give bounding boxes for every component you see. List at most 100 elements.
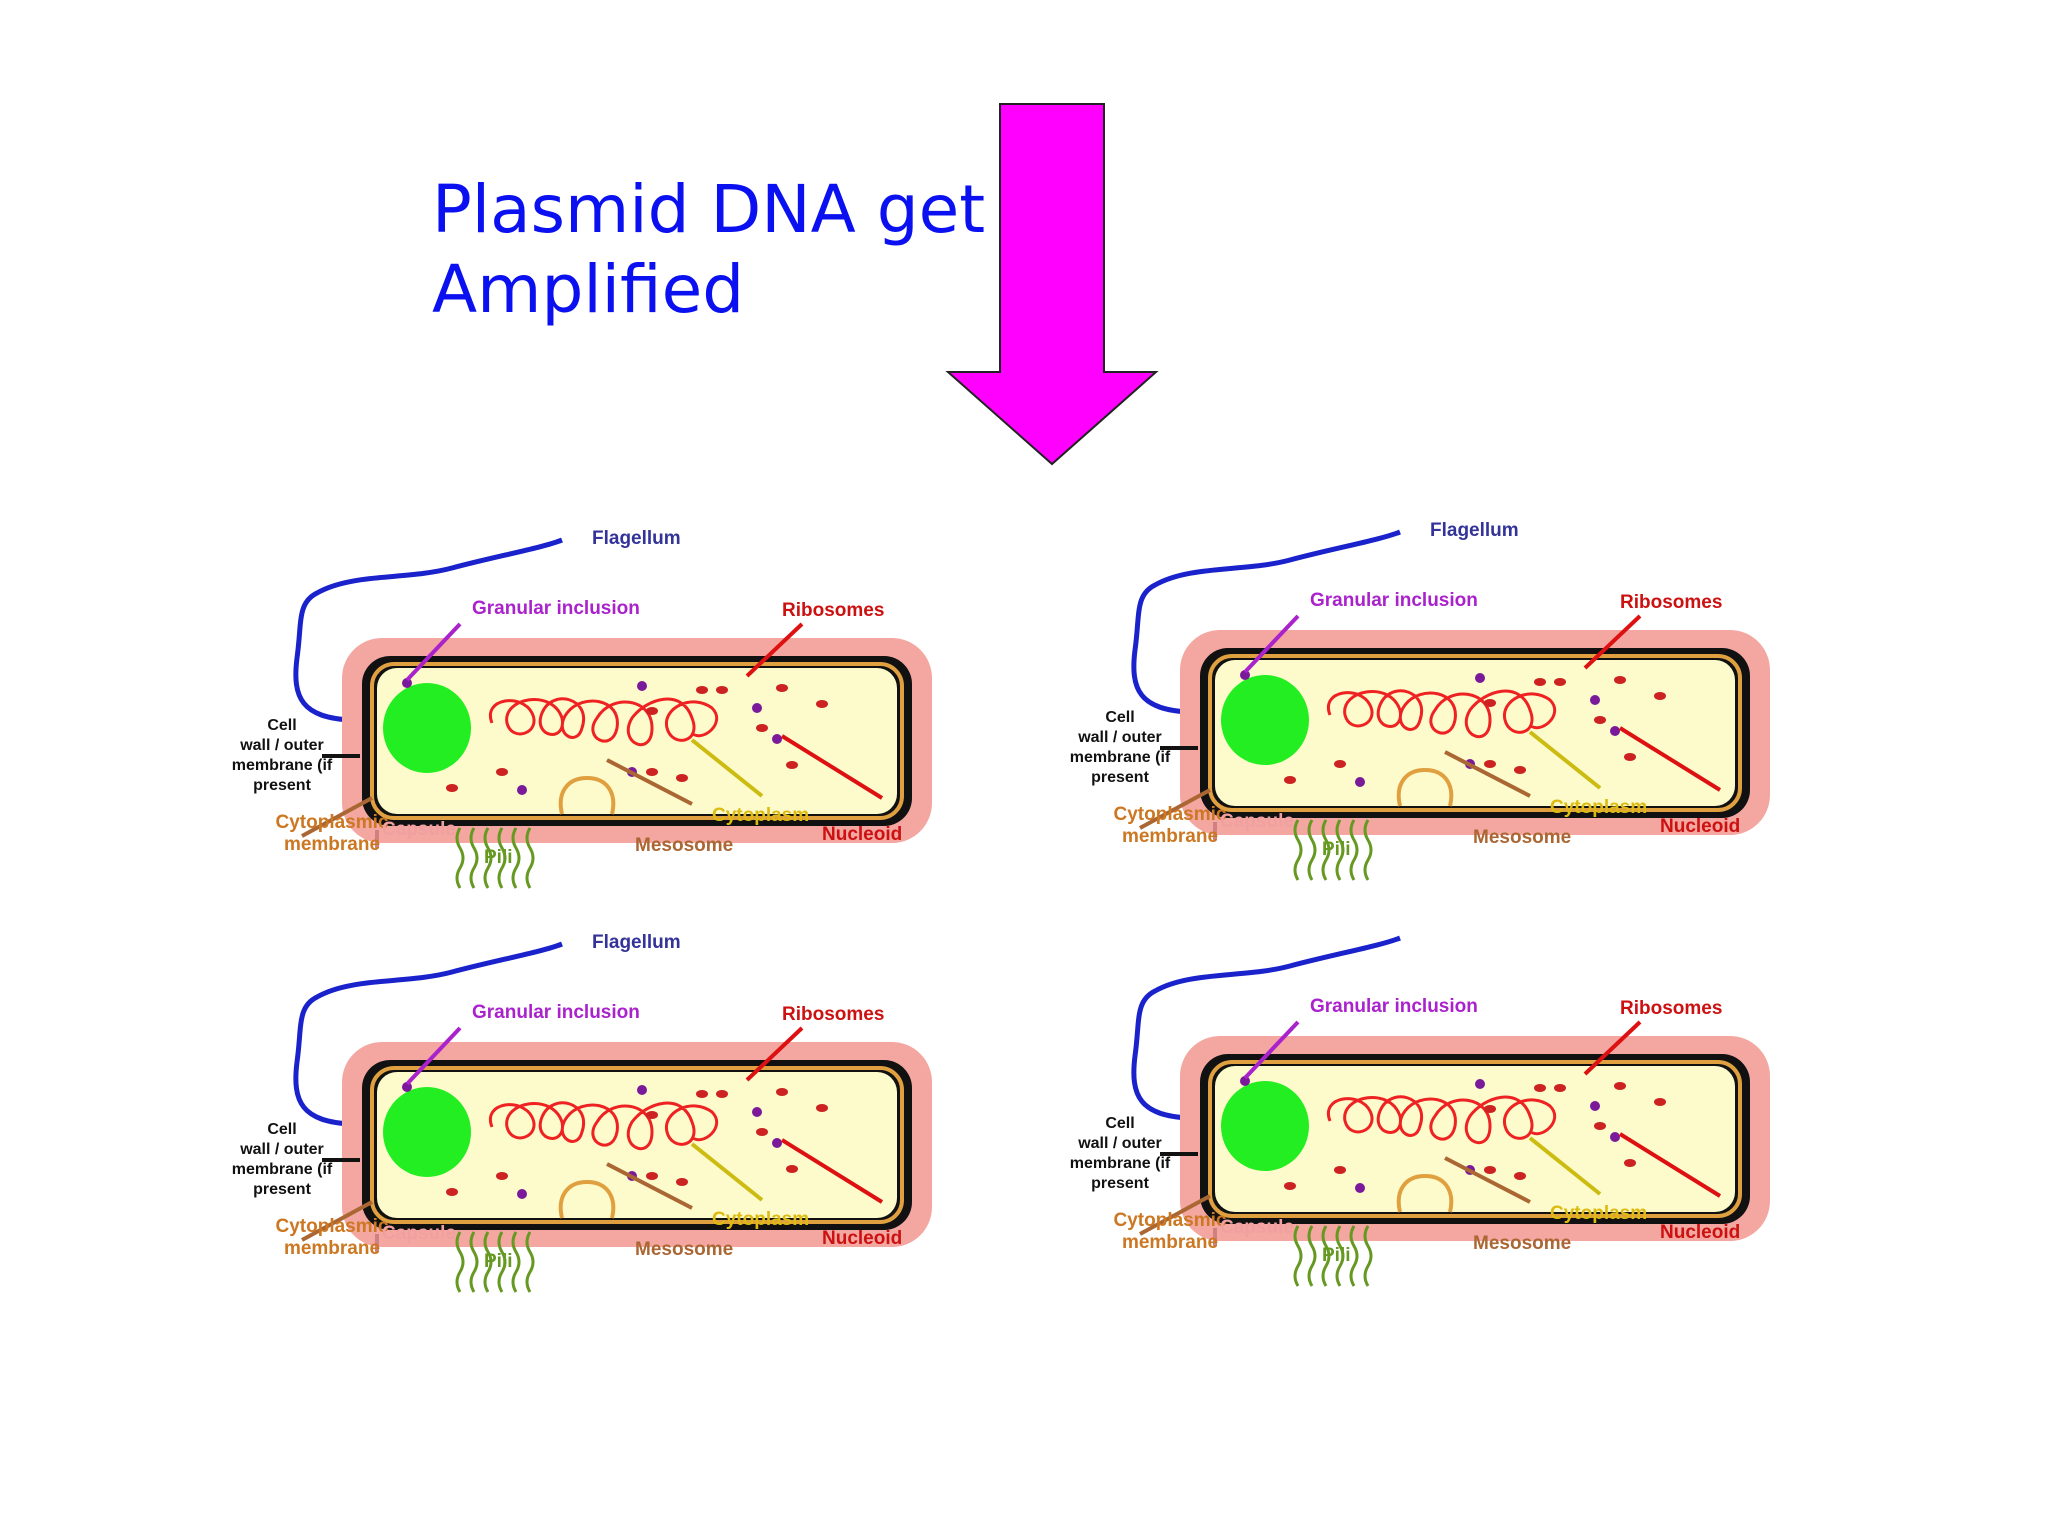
plasmid-granule-shape	[383, 683, 471, 773]
cell-wall-label-line-2: wall / outer	[239, 737, 324, 754]
mesosome-pointer	[606, 1162, 693, 1210]
granular-inclusion-label: Granular inclusion	[472, 1002, 640, 1023]
cytoplasmic-membrane-shape	[370, 1066, 904, 1224]
cytoplasm-label: Cytoplasm	[712, 805, 809, 826]
cytoplasm-shape	[377, 668, 897, 814]
nucleoid-label: Nucleoid	[822, 1228, 902, 1249]
cytoplasm-pointer	[690, 738, 764, 798]
nucleoid-shape	[488, 697, 719, 747]
mesosome-pointer	[1444, 1156, 1531, 1204]
slide-title: Plasmid DNA get Amplified	[432, 170, 992, 330]
cytoplasm-shape	[1215, 660, 1735, 806]
flagellum-icon	[1131, 529, 1401, 715]
nucleoid-shape	[1326, 689, 1557, 739]
membrane-pointer	[1139, 788, 1211, 830]
cytoplasmic-membrane-shape	[1208, 1060, 1742, 1218]
pili-label: Pili	[1322, 1245, 1351, 1266]
mesosome-shape	[558, 775, 616, 815]
capsule-label: Capsule	[382, 819, 456, 840]
cell-wall-label-line-1: Cell	[1105, 709, 1134, 726]
cytoplasm-shape	[377, 1072, 897, 1218]
nucleoid-shape	[1326, 1095, 1557, 1145]
cell-wall-label-line-2: wall / outer	[1077, 729, 1162, 746]
cell-wall-label-line-1: Cell	[267, 717, 296, 734]
cytoplasm-pointer	[690, 1142, 764, 1202]
cytoplasmic-membrane-label-line-2: membrane	[1122, 1232, 1218, 1253]
cytoplasm-pointer	[1528, 730, 1602, 790]
nucleoid-label: Nucleoid	[822, 824, 902, 845]
cell-wall-label-line-2: wall / outer	[239, 1141, 324, 1158]
flagellum-label: Flagellum	[1430, 520, 1519, 541]
nucleoid-label: Nucleoid	[1660, 1222, 1740, 1243]
flagellum-icon	[293, 941, 563, 1127]
ribosome-pointer	[1583, 1020, 1642, 1076]
ribosomes-label: Ribosomes	[782, 600, 884, 621]
cell-wall-label-line-1: Cell	[1105, 1115, 1134, 1132]
plasmid-granule-shape	[1221, 1081, 1309, 1171]
nucleoid-pointer	[780, 734, 884, 800]
flagellum-icon	[293, 537, 563, 723]
cytoplasm-shape	[1215, 1066, 1735, 1212]
membrane-pointer	[1139, 1194, 1211, 1236]
mesosome-label: Mesosome	[1473, 827, 1571, 848]
granular-pointer	[405, 1026, 462, 1086]
nucleoid-pointer	[1618, 1132, 1722, 1198]
flagellum-label: Flagellum	[592, 932, 681, 953]
cytoplasm-label: Cytoplasm	[1550, 797, 1647, 818]
pili-label: Pili	[484, 1251, 513, 1272]
capsule-label: Capsule	[382, 1223, 456, 1244]
pili-label: Pili	[1322, 839, 1351, 860]
inclusion-dots	[402, 1082, 782, 1199]
ribosome-dots	[446, 684, 828, 792]
membrane-pointer	[301, 796, 373, 838]
ribosomes-label: Ribosomes	[1620, 998, 1722, 1019]
mesosome-pointer	[606, 758, 693, 806]
ribosome-pointer	[1583, 614, 1642, 670]
ribosome-dots	[1284, 1082, 1666, 1190]
granular-inclusion-label: Granular inclusion	[1310, 590, 1478, 611]
nucleoid-pointer	[1618, 726, 1722, 792]
cell-wall-label-line-1: Cell	[267, 1121, 296, 1138]
title-line-2: Amplified	[432, 251, 745, 328]
mesosome-shape	[1396, 1173, 1454, 1213]
cytoplasm-pointer	[1528, 1136, 1602, 1196]
nucleoid-label: Nucleoid	[1660, 816, 1740, 837]
cytoplasmic-membrane-shape	[370, 662, 904, 820]
flagellum-icon	[1131, 935, 1401, 1121]
mesosome-label: Mesosome	[635, 835, 733, 856]
down-arrow-shape	[945, 103, 1159, 466]
pili-shape	[455, 1231, 535, 1293]
granular-pointer	[1243, 1020, 1300, 1080]
cell-wall-label-line-4: present	[1091, 1175, 1149, 1192]
cytoplasmic-membrane-label-line-1: Cytoplasmic	[1114, 804, 1227, 825]
cytoplasm-label: Cytoplasm	[712, 1209, 809, 1230]
cytoplasmic-membrane-label-line-2: membrane	[284, 1238, 380, 1259]
cell-diagram-1: Flagellum Granular inclusion Ribosomes C…	[232, 528, 932, 889]
cytoplasm-label: Cytoplasm	[1550, 1203, 1647, 1224]
nucleoid-pointer	[780, 1138, 884, 1204]
pili-shape	[1293, 819, 1373, 881]
mesosome-label: Mesosome	[635, 1239, 733, 1260]
ribosome-dots	[446, 1088, 828, 1196]
cytoplasmic-membrane-label-line-1: Cytoplasmic	[1114, 1210, 1227, 1231]
cell-wall-label-line-3: membrane (if	[1070, 749, 1171, 766]
ribosome-pointer	[745, 1026, 804, 1082]
ribosomes-label: Ribosomes	[782, 1004, 884, 1025]
membrane-pointer	[301, 1200, 373, 1242]
cell-wall-label-line-4: present	[253, 1181, 311, 1198]
ribosome-pointer	[745, 622, 804, 678]
cell-wall-label-line-4: present	[253, 777, 311, 794]
cell-wall-label-line-2: wall / outer	[1077, 1135, 1162, 1152]
capsule-label: Capsule	[1220, 1217, 1294, 1238]
cell-diagram-4: Granular inclusion Ribosomes Cell wall /…	[1070, 935, 1770, 1287]
pili-shape	[455, 827, 535, 889]
plasmid-granule-shape	[383, 1087, 471, 1177]
granular-pointer	[405, 622, 462, 682]
cytoplasmic-membrane-label-line-2: membrane	[284, 834, 380, 855]
ribosomes-label: Ribosomes	[1620, 592, 1722, 613]
mesosome-label: Mesosome	[1473, 1233, 1571, 1254]
mesosome-pointer	[1444, 750, 1531, 798]
nucleoid-shape	[488, 1101, 719, 1151]
cell-wall-label-line-3: membrane (if	[232, 757, 333, 774]
